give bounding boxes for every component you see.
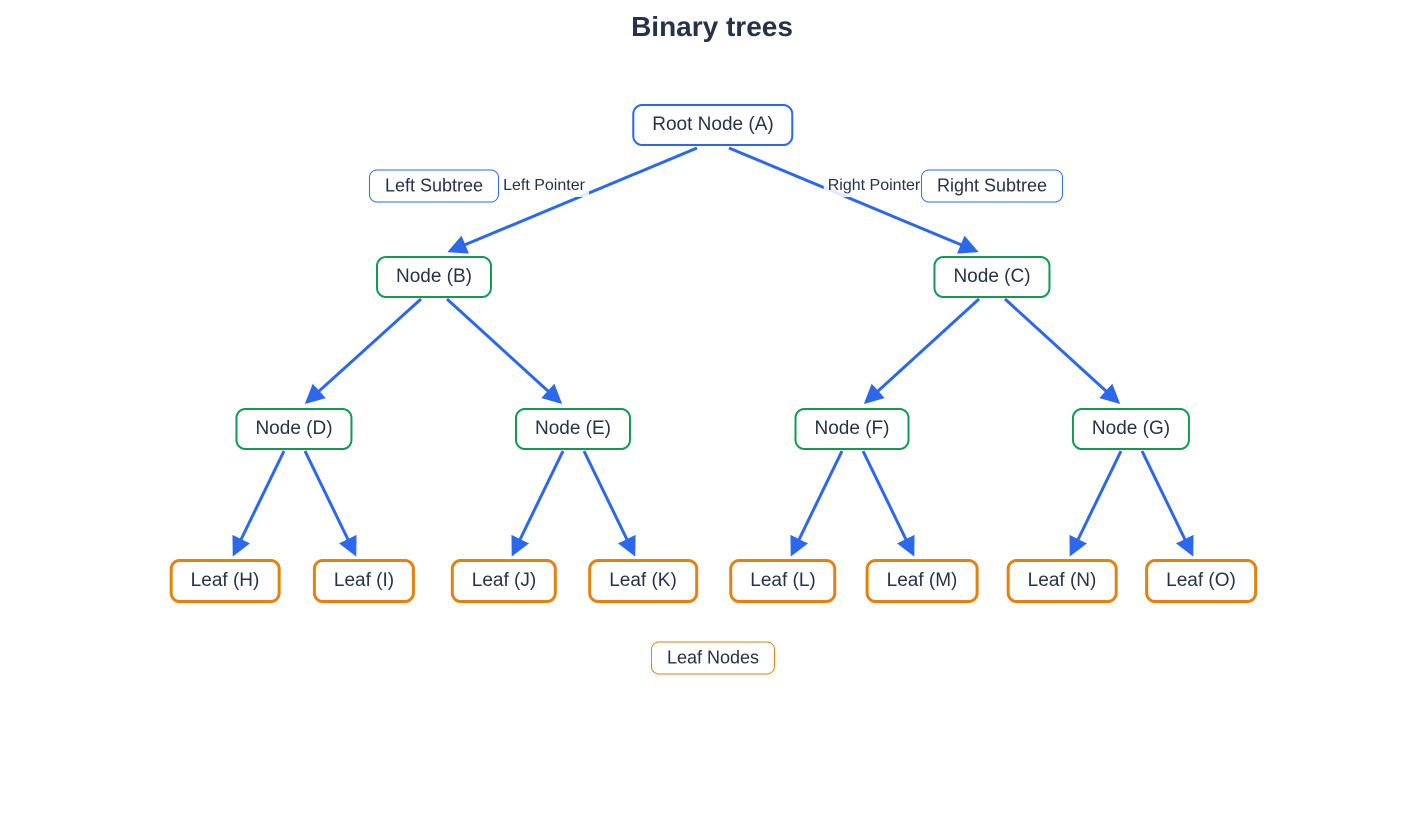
edge-label-right-pointer: Right Pointer xyxy=(823,175,925,197)
edge-b-d xyxy=(304,297,423,404)
edge-b-e xyxy=(445,297,563,404)
leaf-m: Leaf (M) xyxy=(865,559,979,603)
leaf-h: Leaf (H) xyxy=(169,559,281,603)
node-root-a: Root Node (A) xyxy=(632,104,794,146)
edge-g-n xyxy=(1069,450,1123,557)
edge-g-o xyxy=(1140,450,1194,557)
node-b: Node (B) xyxy=(375,256,493,298)
node-d: Node (D) xyxy=(235,408,353,450)
node-g: Node (G) xyxy=(1071,408,1191,450)
node-c: Node (C) xyxy=(933,256,1051,298)
edge-e-k xyxy=(582,450,636,557)
leaf-k: Leaf (K) xyxy=(588,559,698,603)
edge-a-c xyxy=(728,146,979,254)
page-title: Binary trees xyxy=(631,11,793,42)
edge-d-h xyxy=(232,450,286,557)
leaf-j: Leaf (J) xyxy=(450,559,558,603)
edge-c-g xyxy=(1003,297,1121,404)
annotation-leaf-nodes: Leaf Nodes xyxy=(650,641,776,675)
edge-c-f xyxy=(863,297,981,404)
edge-label-left-pointer: Left Pointer xyxy=(499,175,589,197)
annotation-right-subtree: Right Subtree xyxy=(920,169,1064,203)
edge-f-m xyxy=(861,450,915,557)
annotation-left-subtree: Left Subtree xyxy=(368,169,500,203)
edge-a-b xyxy=(447,146,698,254)
edge-f-l xyxy=(790,450,844,557)
edge-d-i xyxy=(303,450,357,557)
edge-e-j xyxy=(511,450,565,557)
leaf-i: Leaf (I) xyxy=(312,559,416,603)
leaf-n: Leaf (N) xyxy=(1006,559,1118,603)
leaf-l: Leaf (L) xyxy=(729,559,837,603)
leaf-o: Leaf (O) xyxy=(1145,559,1257,603)
node-e: Node (E) xyxy=(514,408,632,450)
node-f: Node (F) xyxy=(794,408,910,450)
